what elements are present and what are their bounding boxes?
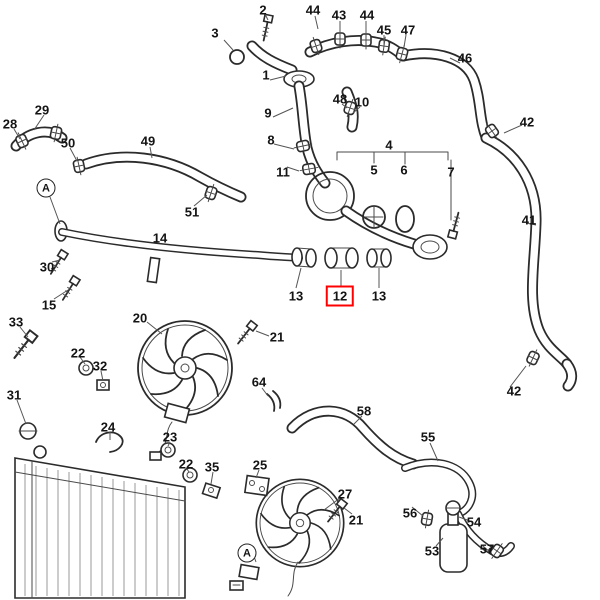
part-callout-14[interactable]: 14 <box>152 230 168 246</box>
part-callout-13[interactable]: 13 <box>371 288 387 304</box>
part-callout-20[interactable]: 20 <box>132 310 148 326</box>
part-callout-56[interactable]: 56 <box>402 505 418 521</box>
part-callout-23[interactable]: 23 <box>162 429 178 445</box>
part-callout-28[interactable]: 28 <box>2 116 18 132</box>
part-callout-11[interactable]: 11 <box>276 164 290 180</box>
part-callout-58[interactable]: 58 <box>356 403 372 419</box>
leader-lines <box>13 13 537 563</box>
part-callout-6[interactable]: 6 <box>400 162 408 178</box>
radiator-illustration <box>14 422 186 599</box>
part-callout-41[interactable]: 41 <box>521 212 537 228</box>
filler-neck-illustration <box>229 13 315 88</box>
lower-hoses-illustration <box>286 405 515 573</box>
cooling-fan-27-illustration <box>255 478 345 597</box>
part-callout-51[interactable]: 51 <box>184 204 200 220</box>
part-callout-33[interactable]: 33 <box>8 314 24 330</box>
part-callout-49[interactable]: 49 <box>140 133 156 149</box>
part-callout-55[interactable]: 55 <box>420 429 436 445</box>
part-callout-12-selected[interactable]: 12 <box>325 285 355 307</box>
part-callout-45[interactable]: 45 <box>376 22 392 38</box>
hose-49-illustration <box>71 151 247 204</box>
part-callout-21[interactable]: 21 <box>269 329 285 345</box>
part-callout-42[interactable]: 42 <box>519 114 535 130</box>
part-callout-32[interactable]: 32 <box>92 358 108 374</box>
part-callout-24[interactable]: 24 <box>100 419 116 435</box>
part-callout-9[interactable]: 9 <box>264 105 272 121</box>
part-callout-44[interactable]: 44 <box>359 7 375 23</box>
part-callout-50[interactable]: 50 <box>60 135 76 151</box>
part-callout-13[interactable]: 13 <box>288 288 304 304</box>
part-callout-42[interactable]: 42 <box>506 383 522 399</box>
part-callout-4[interactable]: 4 <box>385 137 393 153</box>
part-callout-22[interactable]: 22 <box>178 456 194 472</box>
part-callout-53[interactable]: 53 <box>424 543 440 559</box>
part-callout-31[interactable]: 31 <box>6 387 22 403</box>
metal-pipe-14-illustration <box>46 220 303 303</box>
reference-marker-a: A <box>36 178 56 198</box>
part-callout-44[interactable]: 44 <box>305 2 321 18</box>
part-callout-5[interactable]: 5 <box>370 162 378 178</box>
reference-marker-a: A <box>237 543 257 563</box>
part-callout-47[interactable]: 47 <box>400 22 416 38</box>
part-callout-29[interactable]: 29 <box>34 102 50 118</box>
part-callout-10[interactable]: 10 <box>354 94 370 110</box>
part-callout-46[interactable]: 46 <box>457 50 473 66</box>
cooling-fan-20-illustration <box>137 320 233 461</box>
part-callout-64[interactable]: 64 <box>251 374 267 390</box>
thermostat-assembly-illustration <box>305 151 464 260</box>
left-bypass-hose-illustration <box>10 122 68 153</box>
part-callout-57[interactable]: 57 <box>479 541 495 557</box>
part-callout-21[interactable]: 21 <box>348 512 364 528</box>
part-callout-3[interactable]: 3 <box>211 25 219 41</box>
part-callout-1[interactable]: 1 <box>262 67 270 83</box>
part-callout-2[interactable]: 2 <box>259 2 267 18</box>
part-callout-54[interactable]: 54 <box>466 514 482 530</box>
part-callout-7[interactable]: 7 <box>447 164 455 180</box>
part-callout-43[interactable]: 43 <box>331 7 347 23</box>
part-callout-8[interactable]: 8 <box>267 132 275 148</box>
part-callout-22[interactable]: 22 <box>70 345 86 361</box>
part-callout-15[interactable]: 15 <box>41 297 57 313</box>
hose-joints-12-13-illustration <box>291 247 392 269</box>
part-callout-48[interactable]: 48 <box>332 91 348 107</box>
small-parts-illustration <box>9 319 349 591</box>
part-callout-25[interactable]: 25 <box>252 457 268 473</box>
right-hose-41-illustration <box>480 119 578 392</box>
part-callout-35[interactable]: 35 <box>204 459 220 475</box>
part-callout-30[interactable]: 30 <box>39 259 55 275</box>
part-callout-27[interactable]: 27 <box>337 486 353 502</box>
